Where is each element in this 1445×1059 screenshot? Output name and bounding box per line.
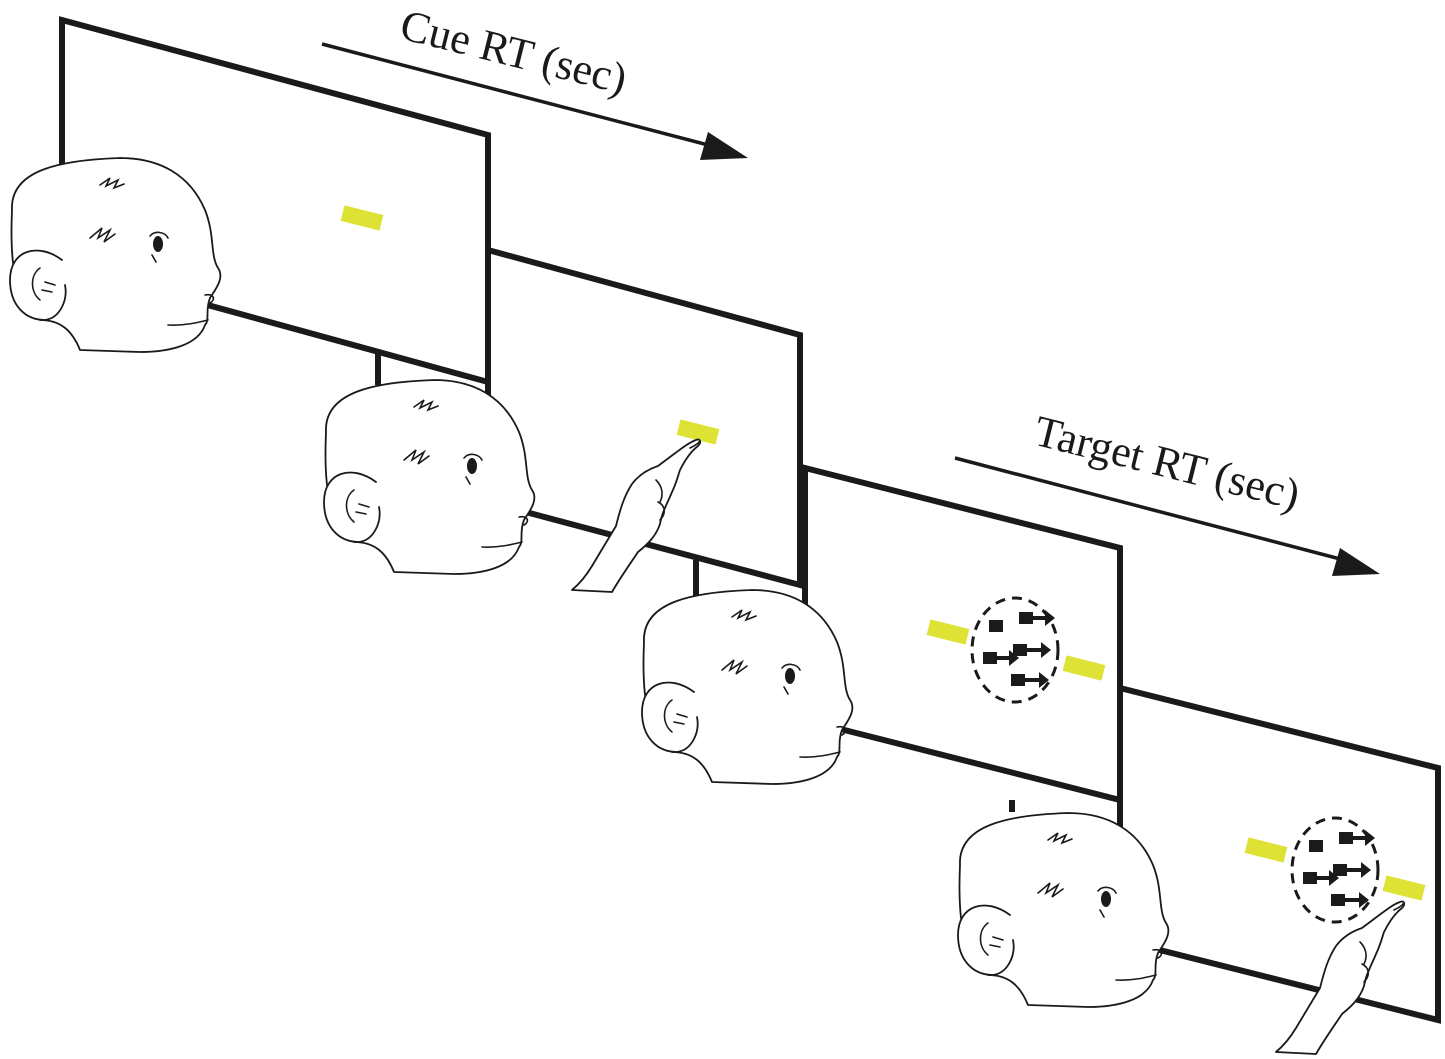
cue-bar-1 bbox=[340, 205, 384, 231]
cue-rt-label: Cue RT (sec) bbox=[396, 0, 632, 103]
panel-3 bbox=[641, 464, 1123, 804]
monkey-head-icon bbox=[957, 812, 1170, 1008]
left-target-bar-3 bbox=[926, 619, 970, 645]
monkey-head-icon bbox=[323, 379, 536, 575]
panel-4 bbox=[957, 684, 1441, 1055]
monkey-head-icon bbox=[9, 157, 222, 353]
cue-bar-2 bbox=[676, 419, 720, 445]
left-target-bar-4 bbox=[1244, 837, 1288, 863]
target-rt-label: Target RT (sec) bbox=[1030, 406, 1305, 519]
panel-1 bbox=[9, 16, 491, 386]
monkey-head-icon bbox=[641, 589, 854, 785]
right-target-bar-4 bbox=[1382, 875, 1426, 901]
right-target-bar-3 bbox=[1062, 655, 1106, 681]
panel-2 bbox=[323, 246, 803, 593]
